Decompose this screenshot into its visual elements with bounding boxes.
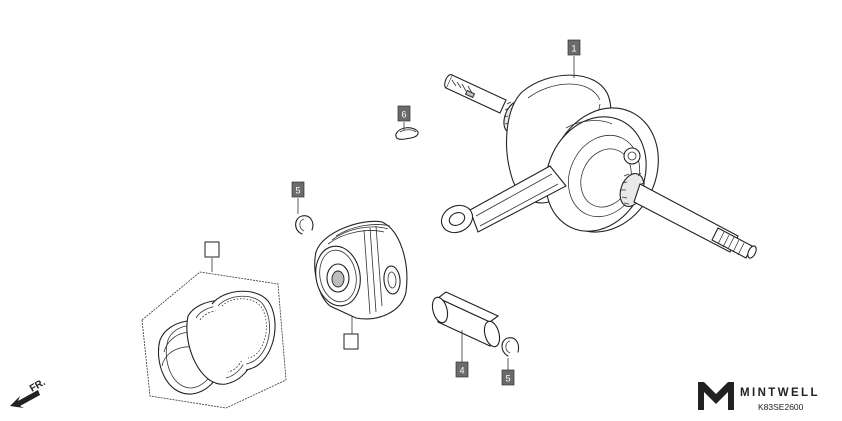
front-label: FR. <box>28 377 48 395</box>
front-direction-indicator: FR. <box>10 377 48 408</box>
ring-set-marker[interactable] <box>204 241 220 258</box>
mintwell-logo-icon <box>698 382 734 410</box>
callout-5-lower-label: 5 <box>505 374 510 384</box>
crankshaft-right-shaft <box>633 183 757 259</box>
piston-marker[interactable] <box>343 333 359 350</box>
piston[interactable] <box>311 220 408 320</box>
pin-clip-upper[interactable] <box>295 215 314 235</box>
piston-pin[interactable] <box>430 291 502 348</box>
connecting-rod <box>440 165 567 234</box>
callout-5-lower[interactable]: 5 <box>501 369 515 386</box>
front-arrow-icon <box>10 390 40 408</box>
diagram-code: K83SE2600 <box>758 402 804 412</box>
callout-1-label: 1 <box>571 44 576 54</box>
piston-ring-set[interactable] <box>141 271 287 409</box>
callout-5-upper-label: 5 <box>295 186 300 196</box>
brand-name: MINTWELL <box>740 387 820 399</box>
callout-6-label: 6 <box>401 110 406 120</box>
brand-logo: MINTWELL K83SE2600 <box>698 382 820 412</box>
pin-clip-lower[interactable] <box>501 337 520 357</box>
callout-1[interactable]: 1 <box>567 39 581 56</box>
callout-6[interactable]: 6 <box>397 105 411 122</box>
woodruff-key[interactable] <box>395 127 419 140</box>
callout-5-upper[interactable]: 5 <box>291 181 305 198</box>
crankshaft-left-shaft <box>444 74 507 114</box>
callout-4[interactable]: 4 <box>455 361 469 378</box>
callout-4-label: 4 <box>459 366 464 376</box>
crankshaft-assembly[interactable] <box>437 74 758 260</box>
